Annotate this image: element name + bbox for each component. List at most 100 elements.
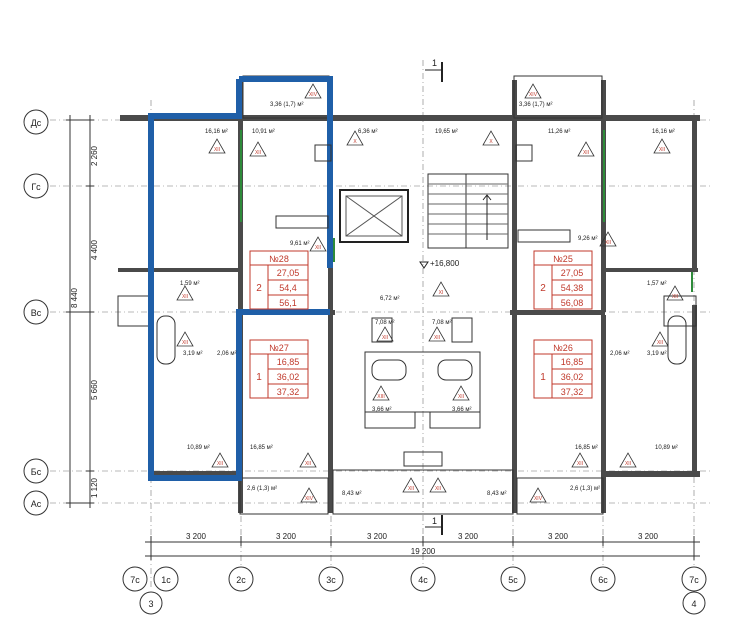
fire-class-label: XII bbox=[182, 340, 188, 346]
bottom-dimension-lines: 3 200 3 200 3 200 3 200 3 200 3 200 19 2… bbox=[145, 532, 700, 560]
fire-class-label: XII bbox=[182, 294, 188, 300]
dim-left-5660: 5 660 bbox=[90, 379, 99, 400]
area-9-26: 9,26 м² bbox=[578, 236, 597, 242]
staircase bbox=[427, 173, 509, 249]
elevator-shaft bbox=[339, 189, 409, 243]
area-19-65: 19,65 м² bbox=[435, 129, 458, 135]
fire-class-label: XII bbox=[458, 394, 464, 400]
fire-class-triangle: X bbox=[482, 130, 500, 146]
dim-bottom-6: 3 200 bbox=[638, 532, 659, 541]
fire-class-label: XII bbox=[577, 461, 583, 467]
fire-class-triangle: XII bbox=[249, 141, 267, 157]
fire-class-triangle: XII bbox=[651, 331, 669, 347]
area-2-06-left: 2,06 м² bbox=[217, 351, 236, 357]
fire-class-label: XII bbox=[625, 461, 631, 467]
apartment-area-value: 37,32 bbox=[561, 387, 584, 397]
axis-label-dc: Дс bbox=[31, 118, 42, 128]
fire-class-label: XIV bbox=[534, 496, 543, 502]
fire-class-triangle: XII bbox=[599, 231, 617, 247]
sheet-mark-3: 3 bbox=[148, 599, 153, 609]
fire-class-triangle: XII bbox=[577, 141, 595, 157]
apartment-area-value: 56,08 bbox=[561, 298, 584, 308]
level-mark: +16,800 bbox=[419, 259, 460, 269]
axis-label-ac: Ас bbox=[31, 499, 42, 509]
area-3-19-left: 3,19 м² bbox=[183, 351, 202, 357]
dim-bottom-3: 3 200 bbox=[367, 532, 388, 541]
fire-class-triangle: XII bbox=[428, 326, 446, 342]
dim-left-2260: 2 260 bbox=[90, 145, 99, 166]
dim-bottom-1: 3 200 bbox=[186, 532, 207, 541]
area-3-66-right: 3,66 м² bbox=[452, 407, 471, 413]
dim-bottom-5: 3 200 bbox=[548, 532, 569, 541]
fire-class-label: XII bbox=[382, 335, 388, 341]
area-10-91: 10,91 м² bbox=[252, 129, 275, 135]
fire-class-label: XII bbox=[657, 340, 663, 346]
room-area-labels: 3,36 (1,7) м² 3,36 (1,7) м² 16,16 м² 10,… bbox=[180, 102, 678, 497]
fire-class-triangle: XIV bbox=[529, 487, 547, 503]
area-1-57: 1,57 м² bbox=[647, 281, 666, 287]
fire-class-triangle: XII bbox=[666, 285, 684, 301]
axis-label-3c: 3с bbox=[326, 575, 336, 585]
axis-label-4c: 4с bbox=[418, 575, 428, 585]
apartment-area-value: 16,85 bbox=[561, 357, 584, 367]
area-7-08-right: 7,08 м² bbox=[432, 320, 451, 326]
area-2-6-right: 2,6 (1,3) м² bbox=[570, 486, 600, 492]
fire-class-label: XII bbox=[672, 294, 678, 300]
glazing-marks bbox=[151, 130, 693, 292]
area-11-26: 11,26 м² bbox=[548, 129, 570, 135]
apartment-number: №27 bbox=[269, 343, 289, 353]
axis-label-bc: Бс bbox=[31, 467, 42, 477]
fire-class-label: XIV bbox=[309, 92, 318, 98]
dim-bottom-2: 3 200 bbox=[276, 532, 297, 541]
apartment-room-count: 2 bbox=[540, 283, 546, 294]
fire-class-triangle: XII bbox=[176, 331, 194, 347]
fire-class-triangle: XII bbox=[619, 452, 637, 468]
fire-class-label: XIV bbox=[305, 496, 314, 502]
area-16-16-left: 16,16 м² bbox=[205, 129, 228, 135]
area-9-61: 9,61 м² bbox=[290, 241, 309, 247]
dim-bottom-4: 3 200 bbox=[458, 532, 479, 541]
axis-label-7c-left: 7с bbox=[130, 575, 140, 585]
area-2-06-right: 2,06 м² bbox=[610, 351, 629, 357]
fire-class-triangle: XII bbox=[299, 452, 317, 468]
apartment-highlight-outline bbox=[148, 76, 333, 481]
fire-class-label: XII bbox=[583, 150, 589, 156]
axis-label-vc: Вс bbox=[31, 308, 42, 318]
apartment-area-value: 54,38 bbox=[561, 283, 584, 293]
dim-left-8440: 8 440 bbox=[70, 287, 79, 308]
apartment-number: №25 bbox=[553, 254, 573, 264]
area-2-6-left: 2,6 (1,3) м² bbox=[247, 486, 277, 492]
area-6-36: 6,36 м² bbox=[358, 129, 377, 135]
fire-class-label: XII bbox=[605, 240, 611, 246]
axis-bubbles-left: Дс Гс Вс Бс Ас bbox=[23, 109, 49, 516]
area-10-89-right: 10,89 м² bbox=[655, 445, 678, 451]
fire-class-label: XI bbox=[439, 290, 444, 296]
area-10-89-left: 10,89 м² bbox=[187, 445, 210, 451]
apartment-area-value: 56,1 bbox=[279, 298, 297, 308]
fire-class-label: XII bbox=[305, 461, 311, 467]
fire-class-label: XIV bbox=[529, 92, 538, 98]
apartment-room-count: 1 bbox=[256, 372, 262, 383]
axis-label-gc: Гс bbox=[31, 182, 41, 192]
dim-total: 19 200 bbox=[411, 547, 436, 556]
fire-class-triangle: XII bbox=[402, 477, 420, 493]
fire-class-triangle: XIV bbox=[304, 83, 322, 99]
apartment-area-value: 27,05 bbox=[277, 268, 300, 278]
fire-class-triangle: XIV bbox=[300, 487, 318, 503]
axis-label-1c: 1с bbox=[161, 575, 171, 585]
left-dimension-lines: 2 260 4 400 8 440 5 660 1 120 bbox=[66, 115, 99, 508]
area-16-85-left: 16,85 м² bbox=[250, 445, 273, 451]
area-3-19-right: 3,19 м² bbox=[647, 351, 666, 357]
apartment-room-count: 2 bbox=[256, 283, 262, 294]
fire-class-label: XII bbox=[408, 486, 414, 492]
area-balcony-left: 3,36 (1,7) м² bbox=[270, 102, 303, 108]
section-label-bottom: 1 bbox=[432, 516, 437, 526]
fire-class-triangle: XII bbox=[208, 138, 226, 154]
fire-class-triangle: XII bbox=[571, 452, 589, 468]
fire-class-label: XII bbox=[434, 335, 440, 341]
axis-label-2c: 2с bbox=[236, 575, 246, 585]
